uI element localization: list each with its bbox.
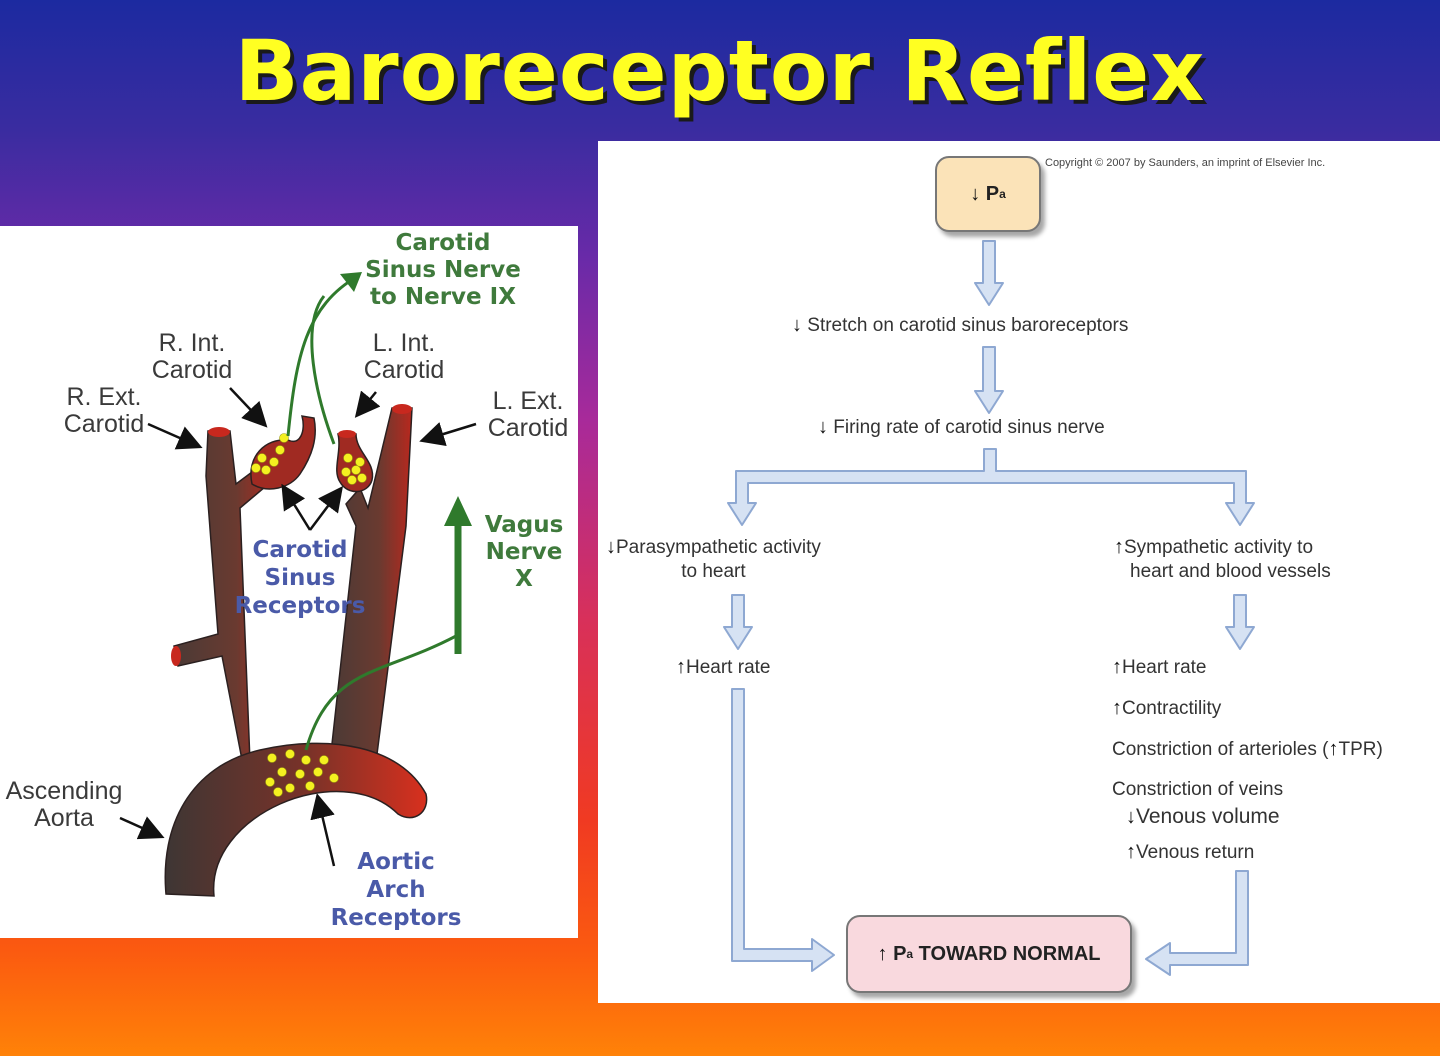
left-branch-parasympathetic: ↓Parasympathetic activity to heart [606, 536, 821, 582]
aortic-arch [164, 742, 428, 897]
anatomy-panel: Carotid Sinus Nerve to Nerve IX R. Int. … [0, 226, 578, 938]
vagus-nerve-arrowhead [444, 496, 472, 526]
flow-arrow-left-to-normal [731, 688, 835, 972]
left-branch-heart-rate: ↑Heart rate [676, 656, 771, 678]
copyright-notice: Copyright © 2007 by Saunders, an imprint… [1045, 157, 1326, 169]
anatomy-illustration [119, 272, 477, 897]
aortic-arch-receptors-label: Aortic Arch Receptors [330, 849, 462, 931]
slide-title: Baroreceptor Reflex [234, 22, 1206, 120]
right-effect-venous-volume: ↓Venous volume [1126, 805, 1280, 828]
carotid-nerve-arrowhead [340, 272, 362, 292]
step-stretch-baroreceptors: ↓ Stretch on carotid sinus baroreceptors [792, 314, 1129, 336]
flow-arrow-right-down [1225, 594, 1255, 650]
l-ext-carotid-label: L. Ext. Carotid [487, 387, 569, 442]
flowchart-panel: Copyright © 2007 by Saunders, an imprint… [598, 141, 1440, 1003]
r-ext-carotid-label: R. Ext. Carotid [63, 383, 145, 438]
carotid-sinus-receptors-label: Carotid Sinus Receptors [234, 537, 366, 619]
vagus-nerve-label: Vagus Nerve X [484, 512, 564, 592]
step-firing-rate: ↓ Firing rate of carotid sinus nerve [818, 416, 1105, 438]
right-effect-heart-rate: ↑Heart rate [1112, 656, 1207, 678]
nerve-lines [286, 274, 457, 751]
right-effect-veins: Constriction of veins [1112, 779, 1284, 800]
right-branch-sympathetic: ↑Sympathetic activity to heart and blood… [1114, 536, 1331, 582]
l-int-carotid-label: L. Int. Carotid [363, 329, 445, 384]
flow-arrow-left-down [723, 594, 753, 650]
left-common-carotid [329, 407, 413, 763]
right-effect-arterioles: Constriction of arterioles (↑TPR) [1112, 738, 1383, 760]
right-effect-contractility: ↑Contractility [1112, 697, 1222, 719]
flow-arrows [723, 240, 1255, 976]
right-effect-venous-return: ↑Venous return [1126, 841, 1255, 863]
r-int-carotid-label: R. Int. Carotid [151, 329, 233, 384]
flow-arrow-split [727, 448, 1255, 526]
aortic-arch-receptors-dots [265, 749, 339, 797]
carotid-sinus-receptors-dots [251, 433, 367, 485]
flow-arrow-down-2 [974, 346, 1004, 414]
ascending-aorta-label: Ascending Aorta [5, 777, 123, 832]
flow-arrow-right-to-normal [1145, 870, 1249, 976]
carotid-sinus-nerve-label: Carotid Sinus Nerve to Nerve IX [365, 230, 521, 310]
flow-arrow-down-1 [974, 240, 1004, 306]
